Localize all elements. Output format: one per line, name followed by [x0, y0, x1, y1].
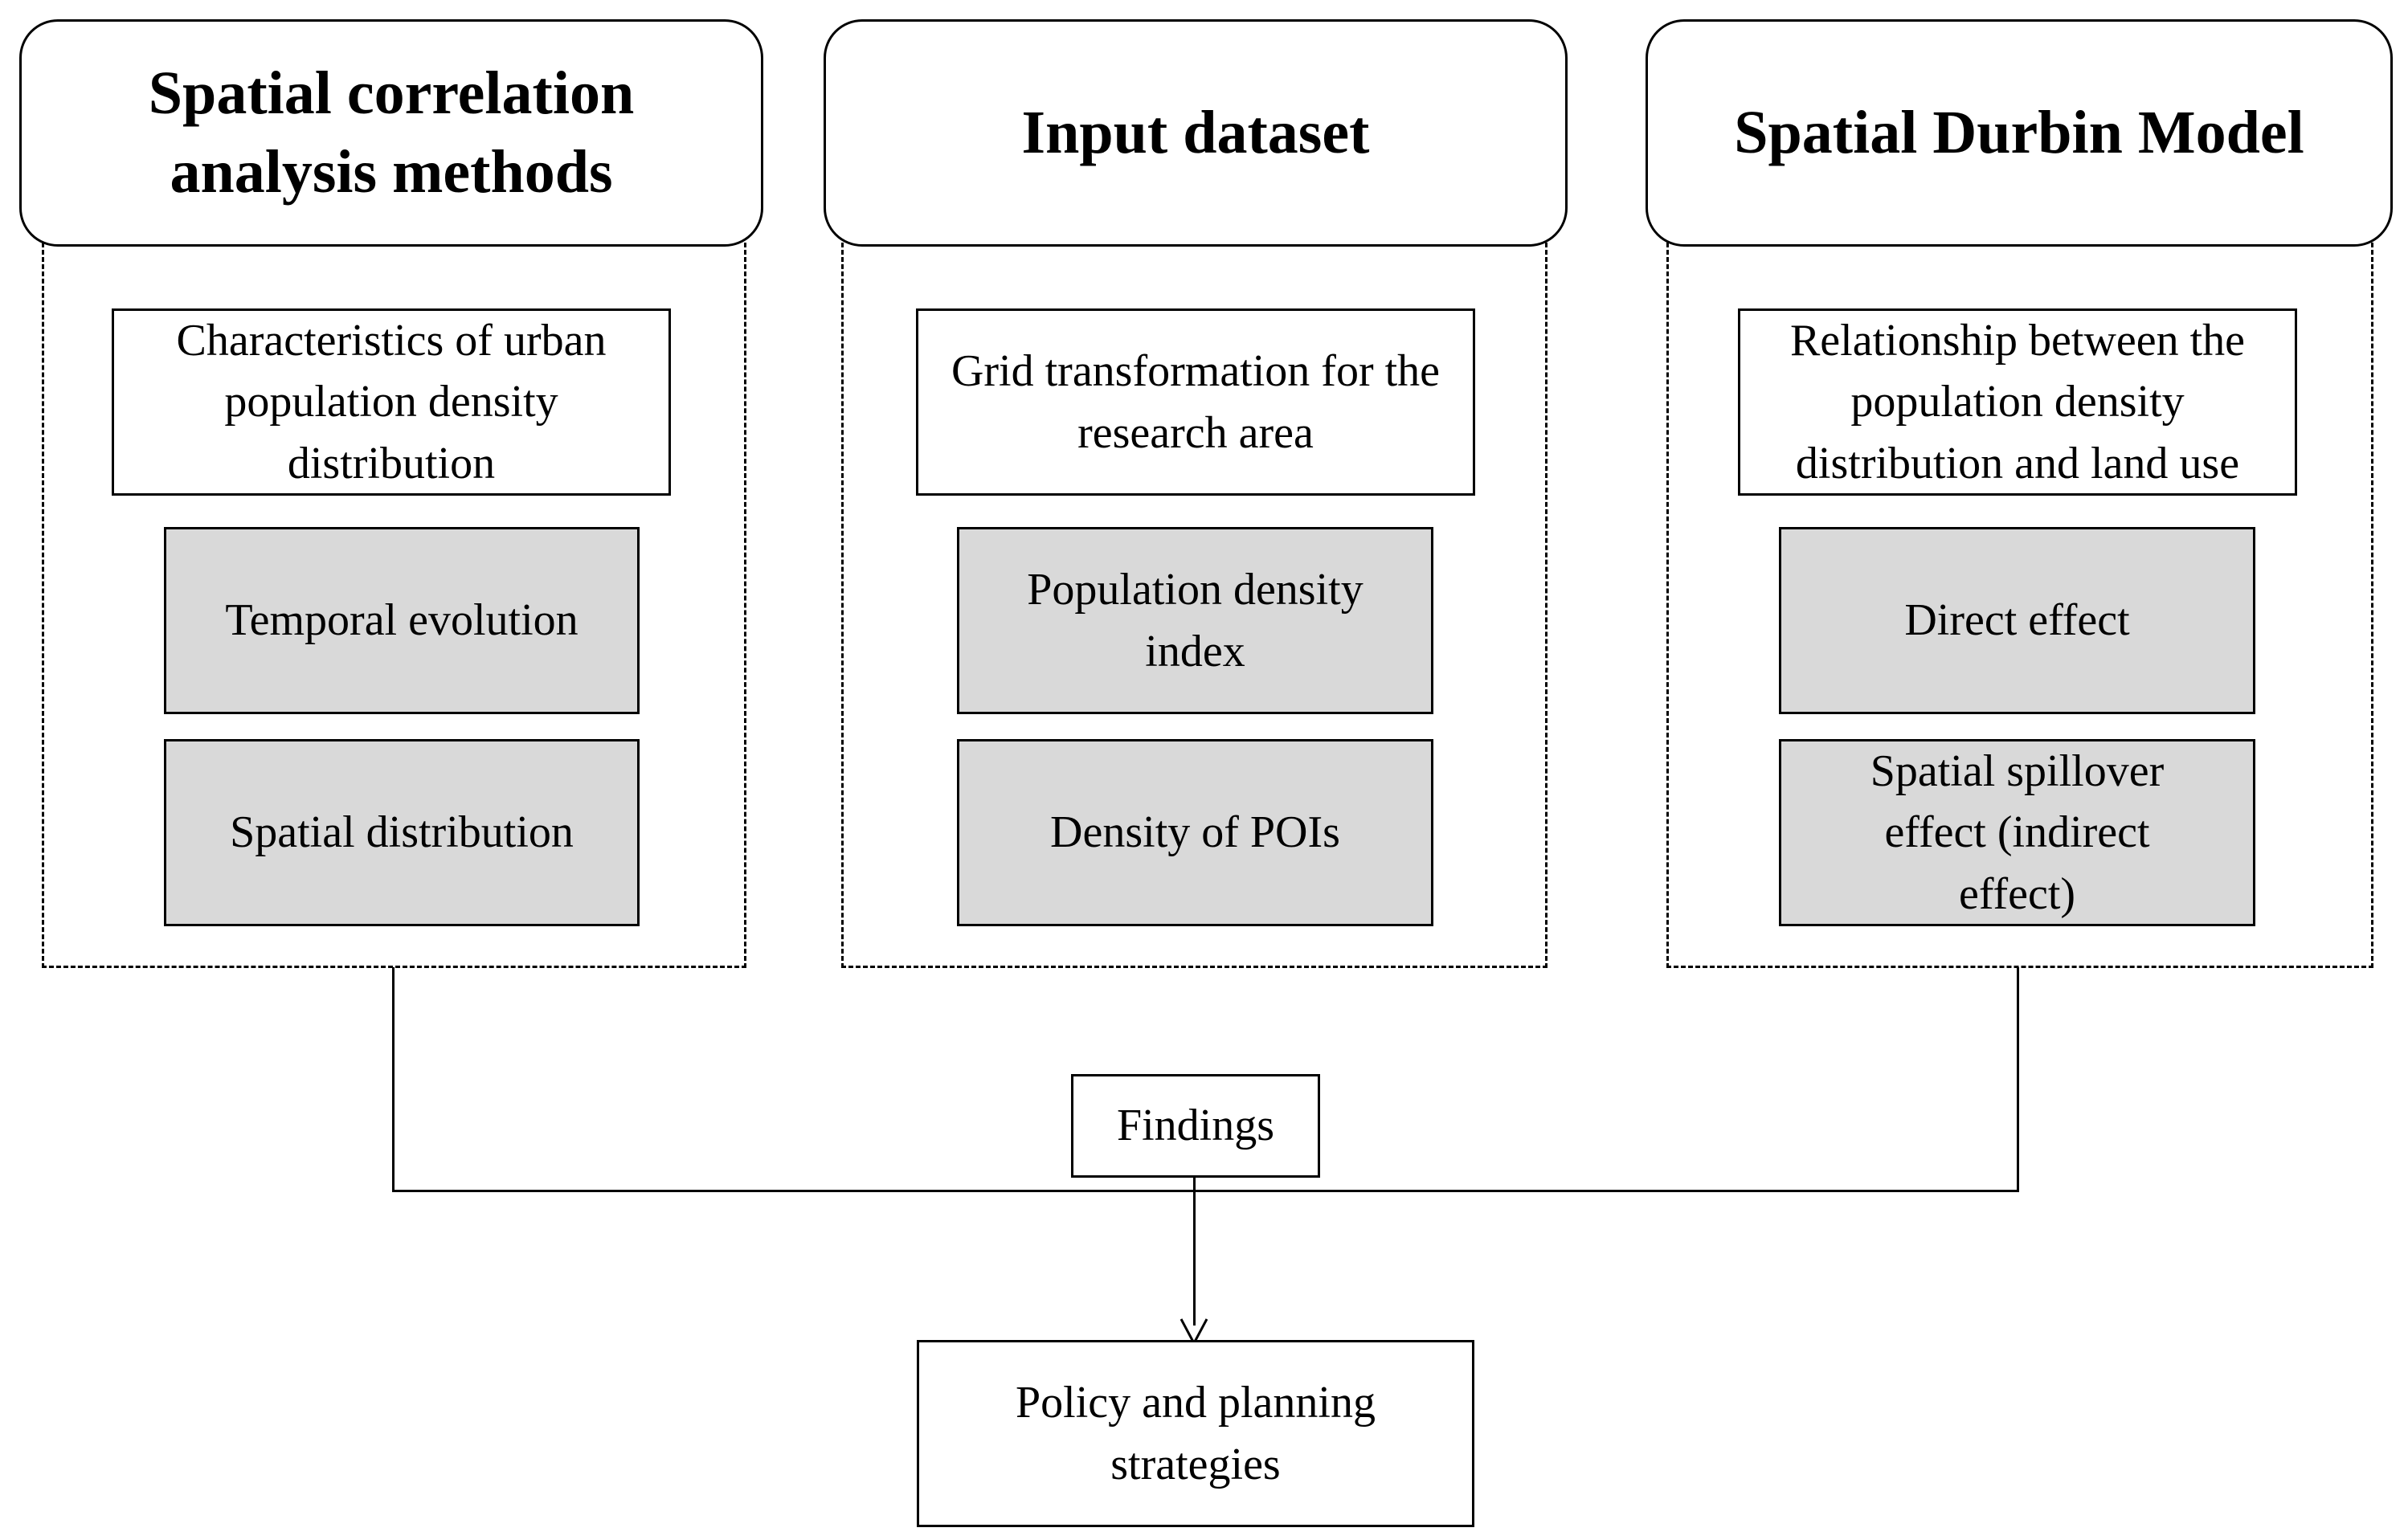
column-3-item-2-box: Spatial spillover effect (indirect effec…: [1779, 739, 2255, 926]
connector-right-vertical: [2017, 967, 2019, 1192]
column-1-item-1-text: Temporal evolution: [225, 595, 579, 646]
column-3-dashed-frame: [1666, 243, 2373, 968]
column-2-subtitle-text: Grid transformation for the research are…: [951, 346, 1441, 458]
policy-box: Policy and planning strategies: [917, 1340, 1474, 1527]
column-1-header: Spatial correlation analysis methods: [19, 19, 763, 247]
connector-left-vertical: [392, 967, 395, 1192]
column-3-item-1-text: Direct effect: [1904, 595, 2130, 646]
column-1-item-2-box: Spatial distribution: [164, 739, 640, 926]
column-3-item-1-box: Direct effect: [1779, 527, 2255, 714]
column-2-header: Input dataset: [824, 19, 1568, 247]
column-1-header-text: Spatial correlation analysis methods: [148, 59, 635, 206]
findings-text: Findings: [1116, 1101, 1275, 1151]
column-2-dashed-frame: [841, 243, 1547, 968]
column-2-item-2-box: Density of POIs: [957, 739, 1433, 926]
column-3-header-text: Spatial Durbin Model: [1734, 98, 2304, 166]
column-2-item-2-text: Density of POIs: [1050, 807, 1340, 858]
column-1-subtitle-box: Characteristics of urban population dens…: [112, 308, 671, 496]
column-2-header-text: Input dataset: [1021, 98, 1370, 166]
column-1-subtitle-text: Characteristics of urban population dens…: [176, 316, 607, 488]
column-2-item-1-text: Population density index: [1027, 565, 1363, 676]
column-2-subtitle-box: Grid transformation for the research are…: [916, 308, 1475, 496]
column-3-header: Spatial Durbin Model: [1646, 19, 2393, 247]
column-3-item-2-text: Spatial spillover effect (indirect effec…: [1870, 746, 2165, 919]
column-2-item-1-box: Population density index: [957, 527, 1433, 714]
findings-box: Findings: [1071, 1074, 1320, 1178]
column-1-item-1-box: Temporal evolution: [164, 527, 640, 714]
column-3-subtitle-text: Relationship between the population dens…: [1789, 316, 2246, 488]
policy-text: Policy and planning strategies: [1016, 1378, 1376, 1489]
column-1-item-2-text: Spatial distribution: [230, 807, 574, 858]
connector-center-vertical: [1193, 1177, 1196, 1326]
column-3-subtitle-box: Relationship between the population dens…: [1738, 308, 2297, 496]
connector-horizontal: [392, 1190, 2019, 1192]
column-1-dashed-frame: [42, 243, 746, 968]
